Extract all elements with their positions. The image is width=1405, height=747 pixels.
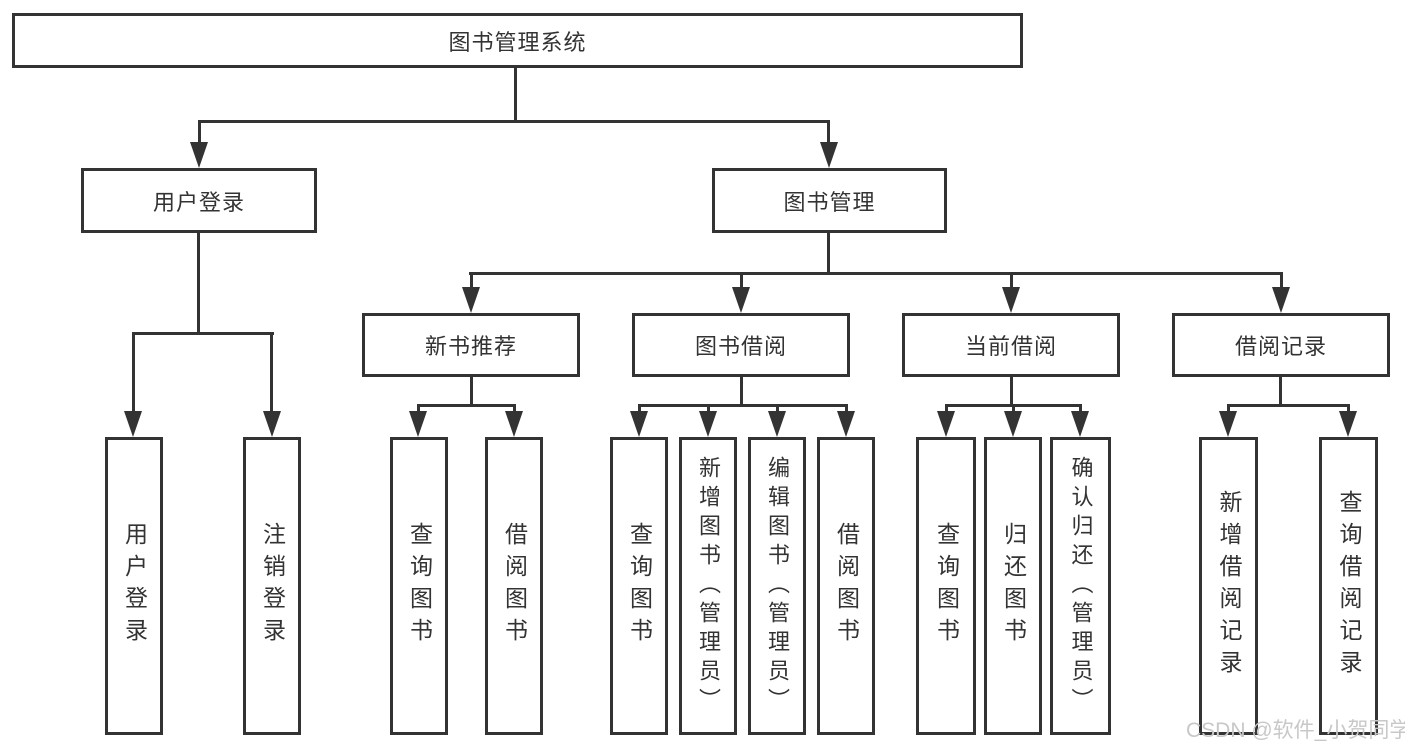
node-label: 图书管理	[783, 189, 876, 215]
node-label: 查询图书	[933, 522, 960, 650]
node-label: 借阅记录	[1234, 334, 1327, 359]
leaf-query-books-current: 查询图书	[916, 437, 976, 735]
node-user-login: 用户登录	[81, 168, 317, 233]
node-label: 归还图书	[1000, 522, 1027, 650]
node-label: 当前借阅	[964, 334, 1057, 359]
connector-stem	[1347, 404, 1350, 414]
connector-branch	[1227, 404, 1350, 407]
node-label: 用户登录	[121, 522, 148, 650]
connector-stem	[945, 404, 948, 414]
arrow-down-icon	[190, 142, 208, 168]
arrow-down-icon	[630, 411, 648, 437]
node-label: 用户登录	[152, 189, 245, 215]
connector-stem	[740, 377, 743, 407]
node-current-borrow: 当前借阅	[902, 313, 1120, 377]
node-root: 图书管理系统	[12, 13, 1023, 68]
arrow-down-icon	[124, 411, 142, 437]
node-new-book-recommend: 新书推荐	[362, 313, 580, 377]
connector-stem	[845, 404, 848, 414]
arrow-down-icon	[505, 411, 523, 437]
connector-branch	[417, 404, 516, 407]
leaf-confirm-return-admin: 确认归还（管理员）	[1050, 437, 1111, 735]
arrow-down-icon	[409, 411, 427, 437]
connector-stem	[1010, 272, 1013, 290]
node-book-borrow: 图书借阅	[632, 313, 850, 377]
arrow-down-icon	[732, 287, 750, 313]
node-label: 新书推荐	[424, 334, 517, 359]
connector-stem	[132, 332, 135, 414]
leaf-borrow-books: 借阅图书	[817, 437, 875, 735]
leaf-return-books: 归还图书	[984, 437, 1042, 735]
leaf-query-books-borrow: 查询图书	[610, 437, 668, 735]
leaf-add-books-admin: 新增图书（管理员）	[679, 437, 737, 735]
arrow-down-icon	[1004, 411, 1022, 437]
node-label: 图书管理系统	[448, 29, 587, 55]
connector-root-trunk	[514, 68, 517, 122]
connector-stem	[1012, 404, 1015, 414]
connector-branch	[638, 404, 848, 407]
node-label: 查询图书	[626, 522, 653, 650]
connector-stem	[1227, 404, 1230, 414]
connector-stem	[827, 120, 830, 146]
connector-stem	[270, 332, 273, 414]
leaf-logout: 注销登录	[243, 437, 301, 735]
node-label: 借阅图书	[501, 522, 528, 650]
node-label: 借阅图书	[833, 522, 860, 650]
node-book-management: 图书管理	[712, 168, 947, 233]
watermark-text: CSDN @软件_小贺同学	[1186, 719, 1405, 742]
node-label: 新增图书（管理员）	[696, 455, 721, 717]
node-borrow-records: 借阅记录	[1172, 313, 1390, 377]
connector-stem	[470, 377, 473, 407]
connector-stem	[513, 404, 516, 414]
node-label: 确认归还（管理员）	[1068, 455, 1094, 717]
leaf-user-login: 用户登录	[105, 437, 163, 735]
connector-branch	[469, 272, 1282, 275]
arrow-down-icon	[263, 411, 281, 437]
arrow-down-icon	[1272, 287, 1290, 313]
connector-stem	[707, 404, 710, 414]
arrow-down-icon	[462, 287, 480, 313]
connector-stem	[638, 404, 641, 414]
connector-stem	[1280, 272, 1283, 290]
connector-stem	[470, 272, 473, 290]
node-label: 查询图书	[406, 522, 433, 650]
connector-stem	[740, 272, 743, 290]
connector-stem	[197, 233, 200, 335]
connector-stem	[1079, 404, 1082, 414]
leaf-borrow-books-recommend: 借阅图书	[485, 437, 543, 735]
arrow-down-icon	[820, 142, 838, 168]
arrow-down-icon	[1071, 411, 1089, 437]
connector-stem	[1279, 377, 1282, 407]
arrow-down-icon	[837, 411, 855, 437]
node-label: 编辑图书（管理员）	[765, 455, 790, 717]
connector-stem	[198, 120, 201, 146]
connector-stem	[1010, 377, 1013, 407]
connector-root-branch	[198, 120, 830, 123]
node-label: 查询借阅记录	[1336, 490, 1362, 682]
leaf-edit-books-admin: 编辑图书（管理员）	[748, 437, 806, 735]
arrow-down-icon	[699, 411, 717, 437]
node-label: 注销登录	[259, 522, 286, 650]
connector-stem	[417, 404, 420, 414]
connector-branch	[132, 332, 274, 335]
node-label: 新增借阅记录	[1216, 490, 1242, 682]
arrow-down-icon	[1339, 411, 1357, 437]
node-label: 图书借阅	[694, 334, 787, 359]
connector-stem	[776, 404, 779, 414]
connector-stem	[827, 233, 830, 275]
leaf-query-books-recommend: 查询图书	[390, 437, 448, 735]
arrow-down-icon	[768, 411, 786, 437]
arrow-down-icon	[937, 411, 955, 437]
leaf-add-borrow-record: 新增借阅记录	[1199, 437, 1258, 735]
leaf-query-borrow-record: 查询借阅记录	[1319, 437, 1378, 735]
arrow-down-icon	[1002, 287, 1020, 313]
arrow-down-icon	[1219, 411, 1237, 437]
